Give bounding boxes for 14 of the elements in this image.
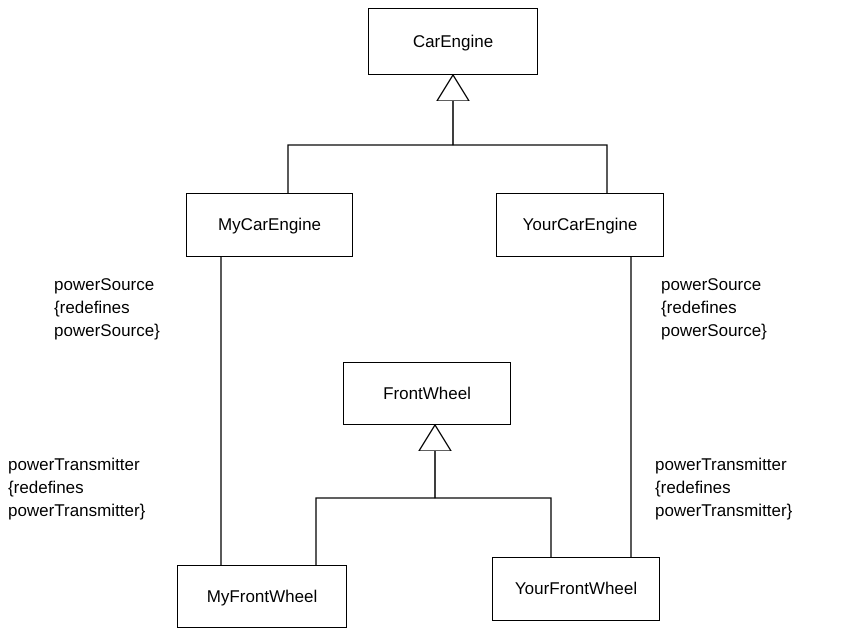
class-box: YourCarEngine [496,193,664,257]
class-box: MyFrontWheel [177,565,347,628]
role-label: powerSource {redefines powerSource} [54,274,161,342]
generalization-arrow [418,424,552,557]
class-box: MyCarEngine [186,193,353,257]
generalization-arrow [436,74,608,193]
association-line [220,257,222,565]
class-box: FrontWheel [343,362,511,425]
class-box: YourFrontWheel [492,557,660,621]
role-label: powerTransmitter {redefines powerTransmitter} [655,454,794,522]
class-box: CarEngine [368,8,538,75]
role-label: powerSource {redefines powerSource} [661,274,768,342]
role-label: powerTransmitter {redefines powerTransmitter} [8,454,146,522]
association-line [630,257,632,557]
